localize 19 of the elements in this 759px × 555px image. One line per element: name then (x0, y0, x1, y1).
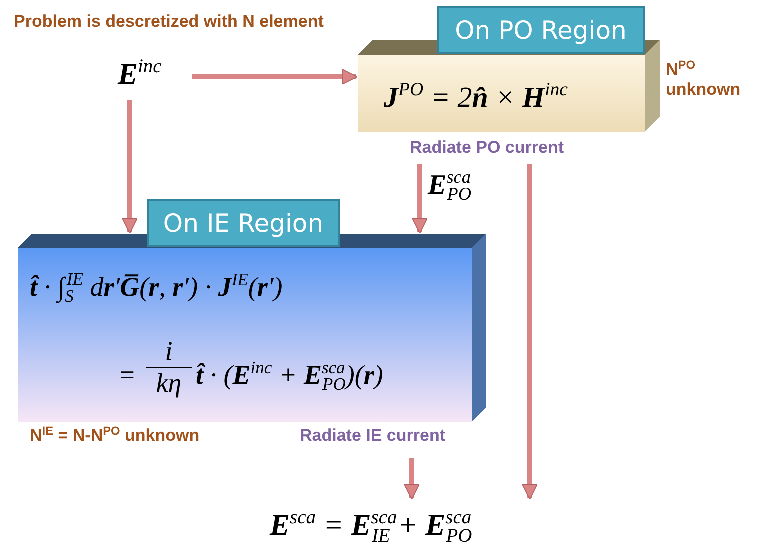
arrow (192, 69, 358, 85)
region-tab: On IE Region (147, 199, 340, 247)
arrow (404, 458, 420, 500)
count-text: N$^{IE}$ = N-N$^{PO}$ unknown (30, 426, 200, 446)
fraction-numerator: i (164, 336, 174, 367)
caption-text: Radiate PO current (410, 138, 564, 158)
formula-text: t̂ · ∫$_{S}$$^{IE}$ dr′G̅(r, r′) · J$^{IE}$(r′) (30, 272, 283, 303)
note-text: Problem is descretized with N element (14, 12, 324, 32)
fraction-denominator: kη (155, 368, 183, 399)
arrow (122, 100, 138, 234)
formula-text: J$^{PO}$ = 2n̂ × H$^{inc}$ (384, 82, 568, 115)
formula-text: t̂ · (E$^{inc}$ + E$^{sca}$$_{PO}$)(r) (196, 360, 384, 391)
region-tab: On PO Region (437, 6, 645, 54)
formula-text: E$^{inc}$ (118, 52, 190, 98)
arrow (522, 164, 538, 500)
caption-text: Radiate IE current (300, 426, 446, 446)
arrow (412, 164, 428, 234)
count-text: N$^{PO}$ unknown (666, 60, 742, 100)
formula-text: = (118, 360, 136, 391)
